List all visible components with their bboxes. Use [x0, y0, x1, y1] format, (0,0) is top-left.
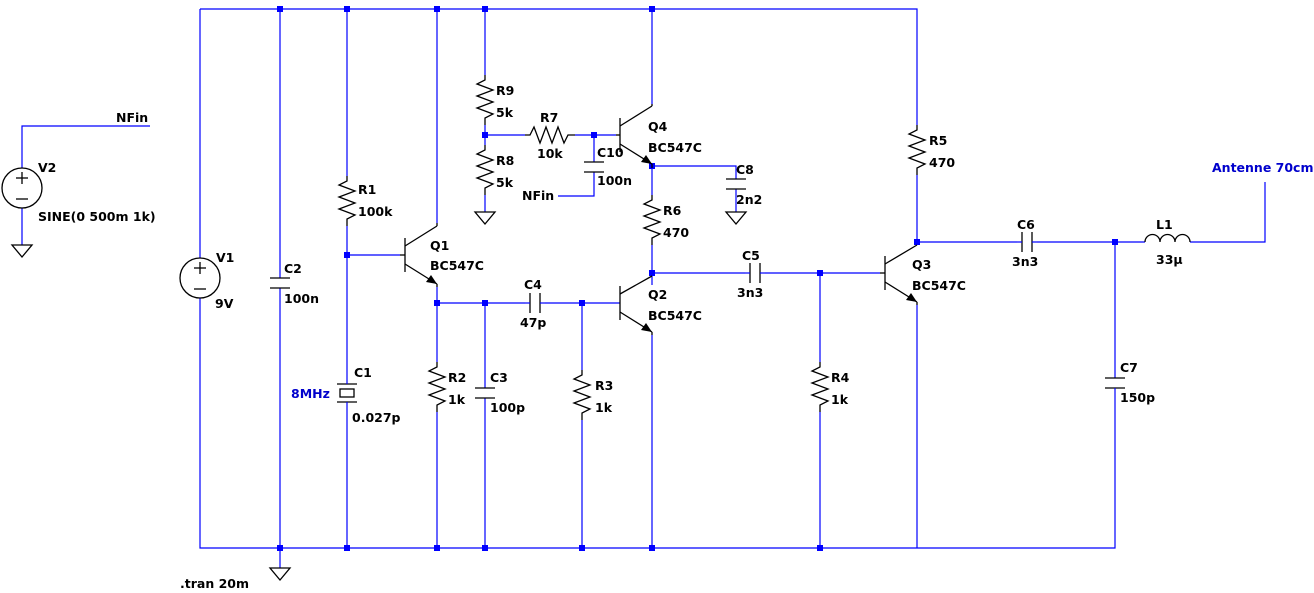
capacitor-c5: [745, 263, 765, 283]
v1-name: V1: [216, 250, 234, 265]
junctions: [277, 6, 1118, 551]
capacitor-c2: [270, 277, 290, 289]
capacitors: [270, 161, 1125, 412]
r3-value: 1k: [595, 400, 613, 415]
transistor-q4: [616, 104, 653, 168]
q4-name: Q4: [648, 119, 668, 134]
capacitor-c10: [584, 161, 604, 173]
q4-value: BC547C: [648, 140, 702, 155]
r5-name: R5: [929, 133, 947, 148]
c10-value: 100n: [597, 173, 632, 188]
voltage-source-v1: [179, 257, 221, 299]
c1-frequency-tag: 8MHz: [291, 386, 330, 401]
c4-name: C4: [524, 277, 542, 292]
l1-name: L1: [1156, 217, 1173, 232]
q3-name: Q3: [912, 257, 931, 272]
component-labels: V1 9V V2 SINE(0 500m 1k) C2 100n C1 0.02…: [38, 83, 1183, 425]
r4-name: R4: [831, 370, 850, 385]
resistor-r1: [337, 176, 357, 226]
l1-value: 33µ: [1156, 252, 1183, 267]
c3-name: C3: [490, 370, 508, 385]
capacitor-c7: [1105, 377, 1125, 412]
transistor-q3: [880, 244, 918, 305]
c4-value: 47p: [520, 315, 546, 330]
transistor-q2: [619, 275, 653, 335]
ground-icon: [268, 567, 292, 582]
c7-value: 150p: [1120, 390, 1155, 405]
r3-name: R3: [595, 378, 613, 393]
c8-name: C8: [736, 162, 754, 177]
r8-value: 5k: [496, 175, 514, 190]
r7-value: 10k: [537, 146, 563, 161]
q2-name: Q2: [648, 287, 667, 302]
ground-icon: [473, 211, 497, 226]
capacitor-c3: [475, 387, 495, 399]
voltage-source-v2: [1, 167, 43, 209]
c2-name: C2: [284, 261, 302, 276]
r9-value: 5k: [496, 105, 514, 120]
c1-name: C1: [354, 365, 372, 380]
c2-value: 100n: [284, 291, 319, 306]
q3-value: BC547C: [912, 278, 966, 293]
crystal-c1: [337, 380, 357, 408]
r6-name: R6: [663, 203, 682, 218]
r1-value: 100k: [358, 204, 393, 219]
r8-name: R8: [496, 153, 514, 168]
net-label-antenna: Antenne 70cm: [1212, 160, 1313, 175]
c3-value: 100p: [490, 400, 525, 415]
transistor-q1: [400, 223, 438, 287]
r6-value: 470: [663, 225, 689, 240]
r5-value: 470: [929, 155, 955, 170]
v1-value: 9V: [215, 296, 234, 311]
r2-value: 1k: [448, 392, 466, 407]
net-labels: NFin NFin Antenne 70cm: [116, 110, 1313, 203]
capacitor-c6: [1017, 232, 1037, 252]
c5-value: 3n3: [737, 285, 763, 300]
resistors: [337, 75, 927, 420]
resistor-r8: [475, 145, 495, 195]
q1-name: Q1: [430, 238, 449, 253]
ground-icon: [724, 211, 748, 226]
c8-value: 2n2: [736, 192, 762, 207]
r9-name: R9: [496, 83, 514, 98]
inductor-l1: [1144, 233, 1191, 243]
q1-value: BC547C: [430, 258, 484, 273]
ground-symbols: [10, 211, 748, 582]
resistor-r5: [907, 125, 927, 175]
r4-value: 1k: [831, 392, 849, 407]
resistor-r6: [642, 195, 662, 245]
v2-value: SINE(0 500m 1k): [38, 209, 156, 224]
ground-icon: [10, 244, 34, 259]
c5-name: C5: [742, 248, 760, 263]
spice-directive: .tran 20m: [180, 576, 249, 591]
q2-value: BC547C: [648, 308, 702, 323]
resistor-r9: [475, 75, 495, 125]
net-label-nfin-q4: NFin: [522, 188, 554, 203]
resistor-r2: [427, 362, 447, 412]
v2-name: V2: [38, 160, 56, 175]
r1-name: R1: [358, 182, 376, 197]
capacitor-c8: [726, 178, 746, 190]
wires: [21, 8, 1266, 568]
resistor-r7: [525, 125, 575, 145]
r2-name: R2: [448, 370, 466, 385]
c6-name: C6: [1017, 217, 1035, 232]
c6-value: 3n3: [1012, 254, 1038, 269]
resistor-r3: [572, 370, 592, 420]
net-label-nfin-v2: NFin: [116, 110, 148, 125]
c7-name: C7: [1120, 360, 1138, 375]
c10-name: C10: [597, 145, 624, 160]
resistor-r4: [810, 362, 830, 412]
c1-value: 0.027p: [352, 410, 401, 425]
r7-name: R7: [540, 110, 558, 125]
capacitor-c4: [525, 293, 545, 313]
